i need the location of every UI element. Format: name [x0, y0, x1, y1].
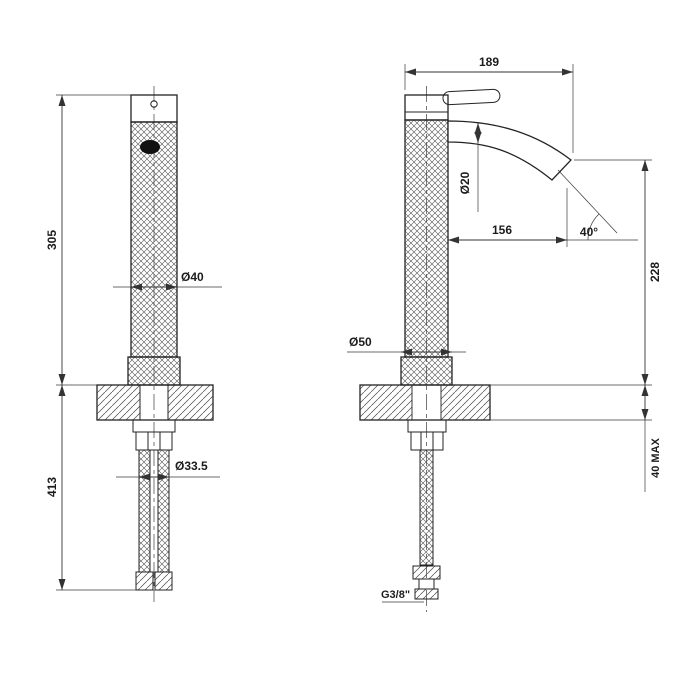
front-deck-hatch-right	[167, 384, 214, 421]
side-deck-hatch-left	[359, 384, 413, 421]
dim-label-spout-angle: 40°	[580, 225, 598, 239]
dim-deck-thickness: 40 MAX	[490, 384, 662, 492]
dim-label-height-above-deck: 305	[45, 230, 59, 250]
hose-fitting-collar	[418, 578, 435, 590]
dim-outlet-height: 228	[574, 159, 662, 385]
front-deck-section	[96, 384, 214, 421]
side-deck-hatch-right	[440, 384, 491, 421]
dim-spout-angle: 40°	[580, 213, 600, 241]
dim-label-hose-diameter: Ø33.5	[175, 459, 208, 473]
front-cap-screw	[150, 100, 158, 108]
side-lever-handle	[442, 88, 501, 106]
front-view	[96, 86, 214, 602]
dim-label-overall-depth: 189	[479, 55, 499, 69]
dim-spout-diameter: Ø20	[458, 123, 482, 212]
dim-hose-diameter: Ø33.5	[116, 459, 220, 481]
dim-height-above-deck: 305	[45, 94, 131, 386]
supply-hose-right	[157, 449, 170, 573]
side-view	[359, 86, 618, 612]
dim-label-supply-thread: G3/8"	[381, 589, 410, 601]
dim-label-spout-diameter: Ø20	[458, 171, 472, 194]
hose-end-fitting-left	[135, 571, 154, 591]
front-nut	[135, 431, 173, 451]
dim-supply-thread: G3/8"	[381, 589, 424, 603]
side-body-knurled	[404, 119, 449, 358]
side-nut	[410, 431, 444, 451]
dim-label-deck-thickness: 40 MAX	[650, 437, 662, 477]
dim-spout-reach: 156	[448, 188, 638, 247]
dim-body-diameter: Ø40	[113, 270, 222, 291]
front-spout-outlet	[140, 140, 160, 154]
front-mounting-nut	[132, 419, 176, 451]
dim-label-body-diameter: Ø40	[181, 270, 204, 284]
hose-fitting-end	[414, 588, 439, 600]
front-body-knurled	[130, 121, 178, 358]
side-deck-section	[359, 384, 491, 421]
front-supply-hoses	[135, 449, 173, 591]
dim-overall-depth: 189	[404, 55, 574, 153]
water-stream-line	[557, 169, 618, 234]
dim-label-height-below-deck: 413	[45, 477, 59, 497]
side-washer	[407, 419, 447, 433]
supply-hose-left	[138, 449, 151, 573]
side-mounting-nut	[407, 419, 447, 451]
dim-base-diameter: Ø50	[347, 335, 466, 356]
front-deck-hatch-left	[96, 384, 141, 421]
side-supply-hose	[412, 449, 441, 600]
dim-label-spout-reach: 156	[492, 223, 512, 237]
side-spout	[447, 120, 572, 181]
dim-label-outlet-height: 228	[648, 262, 662, 282]
hose-end-fitting-right	[154, 571, 173, 591]
front-base-flange	[127, 356, 181, 386]
dim-label-base-diameter: Ø50	[349, 335, 372, 349]
hose-fitting-nut	[412, 565, 441, 580]
dim-height-below-deck: 413	[45, 385, 136, 591]
supply-hose	[419, 449, 434, 566]
side-base-flange	[400, 356, 453, 386]
